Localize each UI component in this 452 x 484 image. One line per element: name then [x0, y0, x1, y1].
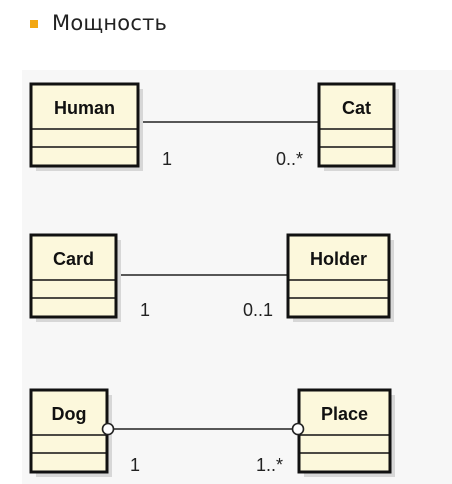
multiplicity-left: 1: [162, 149, 172, 169]
class-box-frame: [317, 82, 396, 168]
multiplicity-left: 1: [130, 455, 140, 475]
class-box-frame: [29, 388, 109, 474]
class-box-holder: Holder: [286, 233, 394, 322]
class-box-frame: [29, 233, 118, 319]
association-human-cat: Human Cat 1 0..*: [29, 82, 399, 171]
uml-diagram-canvas: Human Cat 1 0..* Card: [22, 70, 452, 484]
class-name: Holder: [310, 249, 367, 269]
class-box-dog: Dog: [29, 388, 112, 477]
class-name: Cat: [342, 98, 371, 118]
class-box-frame: [297, 388, 392, 474]
multiplicity-left: 1: [140, 300, 150, 320]
association-card-holder: Card Holder 1 0..1: [29, 233, 394, 322]
uml-diagram: Human Cat 1 0..* Card: [22, 70, 452, 484]
square-bullet-icon: [30, 20, 38, 28]
multiplicity-right: 0..1: [243, 300, 273, 320]
class-name: Dog: [52, 404, 87, 424]
class-box-human: Human: [29, 82, 143, 171]
association-end-circle-icon: [101, 422, 115, 436]
class-box-cat: Cat: [317, 82, 399, 171]
multiplicity-right: 0..*: [276, 149, 303, 169]
class-name: Card: [53, 249, 94, 269]
class-box-frame: [286, 233, 391, 319]
slide-heading: Мощность: [30, 8, 167, 38]
class-name: Place: [321, 404, 368, 424]
class-box-frame: [29, 82, 140, 168]
class-box-place: Place: [297, 388, 395, 477]
slide-title: Мощность: [52, 11, 168, 35]
class-name: Human: [54, 98, 115, 118]
class-box-card: Card: [29, 233, 121, 322]
association-dog-place: Dog Place 1 1..*: [29, 388, 395, 477]
association-end-circle-icon: [291, 422, 305, 436]
multiplicity-right: 1..*: [256, 455, 283, 475]
